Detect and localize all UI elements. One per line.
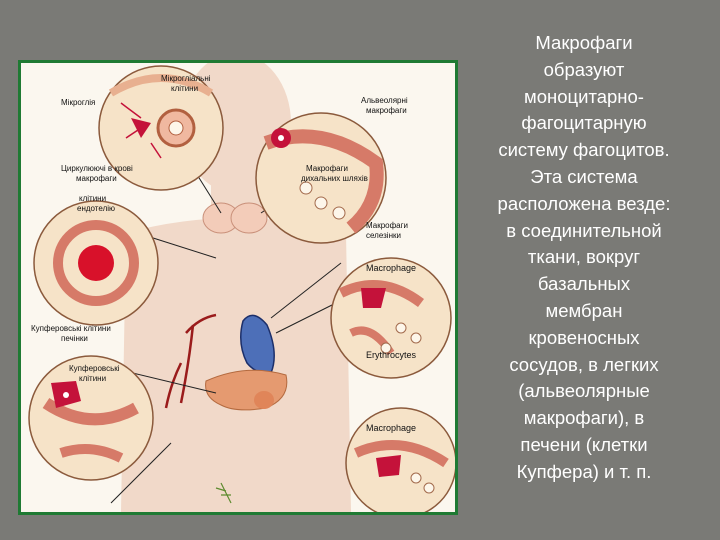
text-line: фагоцитарную xyxy=(521,112,647,134)
label-circulating-1: Циркулюючі в крові xyxy=(61,164,133,173)
figure-frame: Мікроглія Мікрогліальні клітини Альвеоля… xyxy=(18,60,458,515)
text-line: (альвеолярные xyxy=(518,380,650,402)
stomach-organ xyxy=(254,391,274,409)
label-alveolar-1: Альвеолярні xyxy=(361,96,408,105)
label-macrophage-1: Macrophage xyxy=(366,263,416,273)
brain-organ xyxy=(202,202,268,234)
endothelial-circle xyxy=(33,200,159,326)
text-line: кровеносных xyxy=(528,326,640,348)
spleen-macrophage-circle xyxy=(330,257,452,379)
label-endothelial-1: клітини xyxy=(79,194,106,203)
text-line: Купфера) и т. п. xyxy=(516,460,652,482)
liver-organ xyxy=(205,369,288,411)
text-line: Макрофаги xyxy=(535,32,633,53)
text-line: печени (клетки xyxy=(520,433,648,455)
kupffer-circle xyxy=(28,355,154,481)
label-microglial-cells-2: клітини xyxy=(171,84,198,93)
text-line: Эта система xyxy=(530,165,638,187)
text-line: моноцитарно- xyxy=(524,85,644,107)
text-line: расположена везде: xyxy=(497,192,671,214)
label-spleen-2: селезінки xyxy=(366,231,401,240)
label-kupffer-liver-2: печінки xyxy=(61,334,88,343)
microglia-circle xyxy=(98,65,224,191)
text-line: систему фагоцитов. xyxy=(498,139,670,161)
label-spleen-1: Макрофаги xyxy=(366,221,408,230)
label-macrophage-2: Macrophage xyxy=(366,423,416,433)
text-line: мембран xyxy=(545,299,623,321)
green-sprig xyxy=(215,482,232,504)
text-line: сосудов, в легких xyxy=(509,353,659,375)
text-line: образуют xyxy=(543,58,625,80)
macrophage-system-illustration: Мікроглія Мікрогліальні клітини Альвеоля… xyxy=(28,63,455,512)
label-circulating-2: макрофаги xyxy=(76,174,117,183)
description-text: Макрофаги образуют моноцитарно- фагоцита… xyxy=(455,30,713,486)
label-airway-1: Макрофаги xyxy=(306,164,348,173)
text-line: базальных xyxy=(537,273,631,295)
label-alveolar-2: макрофаги xyxy=(366,106,407,115)
text-line: макрофаги), в xyxy=(523,407,645,429)
label-kupffer-2: клітини xyxy=(79,374,106,383)
artery xyxy=(164,313,217,409)
label-microglia: Мікроглія xyxy=(61,98,95,107)
label-endothelial-2: ендотелію xyxy=(77,204,115,213)
text-line: ткани, вокруг xyxy=(527,246,641,268)
label-airway-2: дихальних шляхів xyxy=(301,174,368,183)
alveolar-circle xyxy=(255,112,387,244)
label-erythrocytes: Erythrocytes xyxy=(366,350,417,360)
bottom-macrophage-circle xyxy=(345,407,455,512)
label-microglial-cells-1: Мікрогліальні xyxy=(161,74,211,83)
text-line: в соединительной xyxy=(506,219,662,241)
label-kupffer-1: Купферовські xyxy=(69,364,120,373)
label-kupffer-liver-1: Купферовські клітини xyxy=(31,324,111,333)
